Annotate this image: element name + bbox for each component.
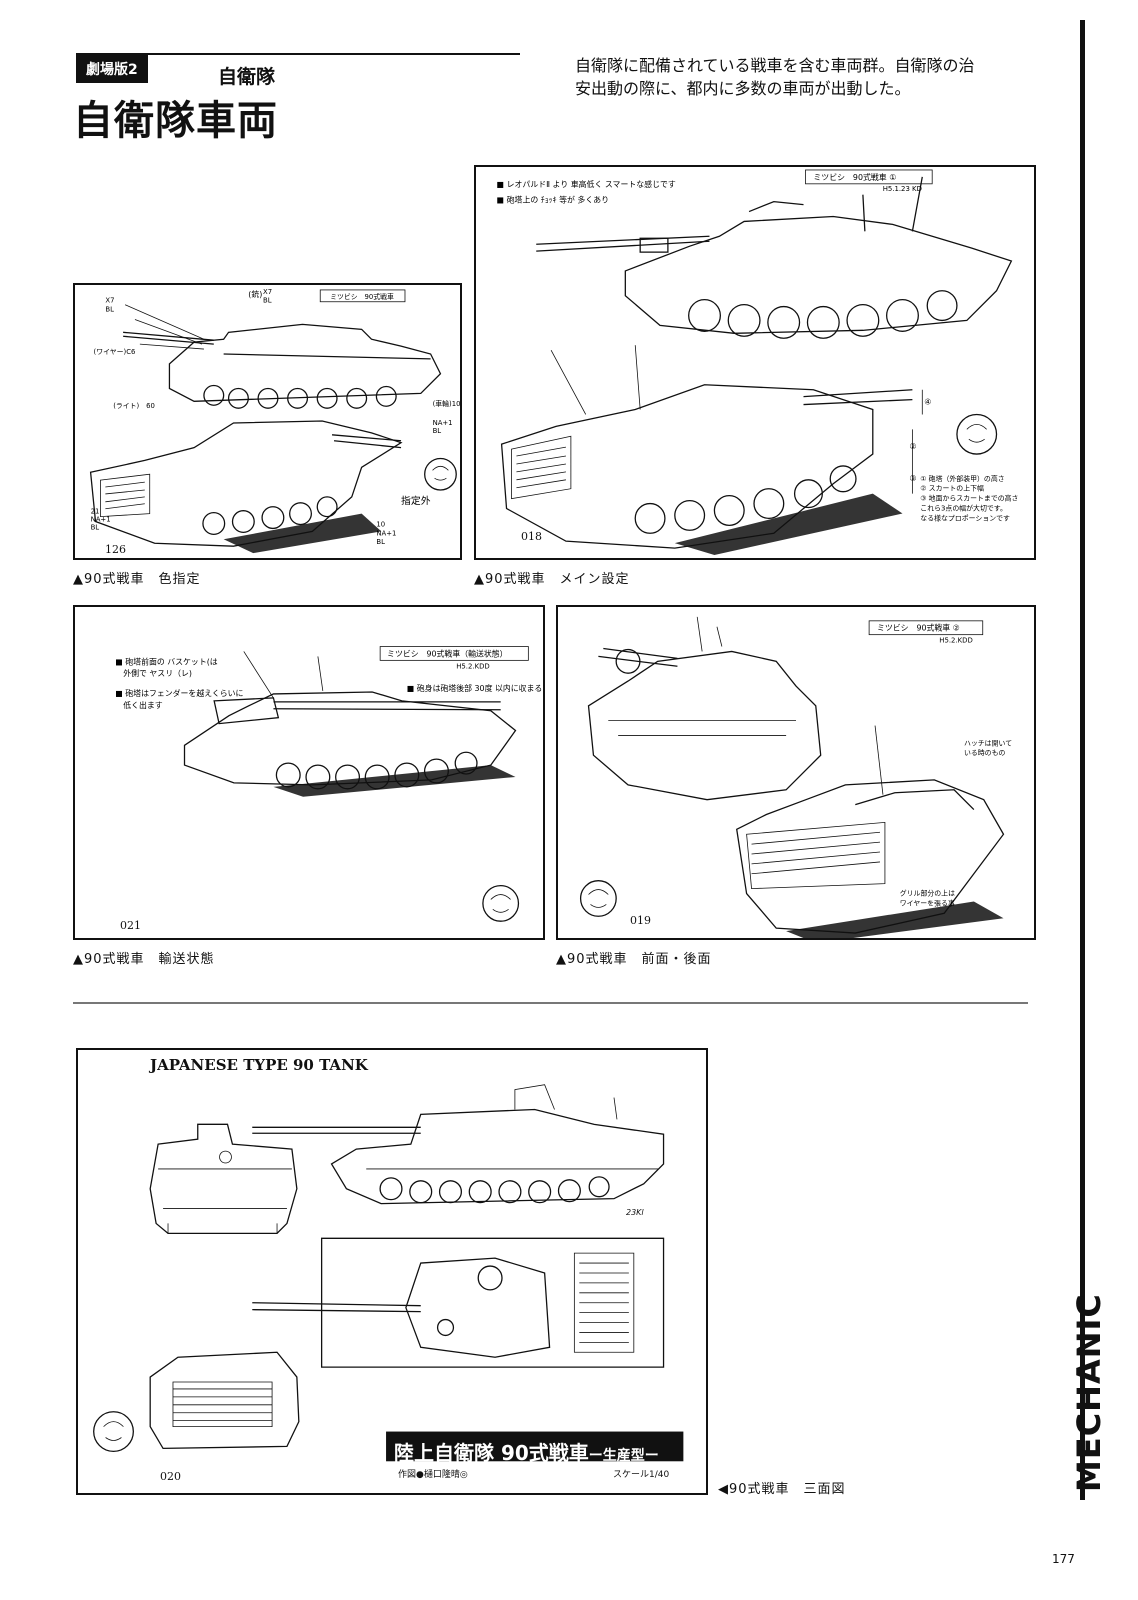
sheet-number: 020 (160, 1470, 181, 1483)
svg-text:② スカートの上下幅: ② スカートの上下幅 (920, 484, 984, 493)
svg-text:10: 10 (376, 520, 385, 528)
margin-rule (1080, 20, 1085, 1500)
svg-text:BL: BL (91, 523, 100, 531)
caption-three-view: ◀90式戦車 三面図 (718, 1482, 846, 1497)
tank-sketch-front-rear: ミツビシ 90式戦車 ② H5.2.KDD ハッチは開いて いる時のもの グリル… (579, 616, 1012, 938)
section-tag: 劇場版2 (76, 55, 148, 83)
figure-front-rear: ミツビシ 90式戦車 ② H5.2.KDD ハッチは開いて いる時のもの グリル… (556, 605, 1036, 940)
svg-text:④: ④ (924, 398, 931, 407)
svg-text:ミツビシ 90式戦車: ミツビシ 90式戦車 (330, 292, 394, 301)
svg-text:NA+1: NA+1 (376, 529, 396, 537)
svg-text:BL: BL (376, 538, 385, 546)
svg-text:H5.2.KDD: H5.2.KDD (939, 637, 973, 645)
category-label: 自衛隊 (218, 66, 276, 88)
svg-text:X7: X7 (263, 288, 272, 296)
svg-text:③ 地面からスカートまでの高さ: ③ 地面からスカートまでの高さ (920, 494, 1018, 503)
tank-sketch-main-design: ④ ② ③ ■ レオパルドⅡ より 車高低く スマートな感じです ■ 砲塔上の ﾁｮ… (497, 169, 1018, 556)
svg-text:BL: BL (263, 297, 272, 305)
caption-transport-state: ▲90式戦車 輸送状態 (73, 952, 215, 967)
svg-text:指定外: 指定外 (401, 494, 431, 507)
description-line-1: 自衛隊に配備されている戦車を含む車両群。自衛隊の治 (575, 56, 975, 75)
tank-three-view-drawing (93, 1084, 684, 1462)
plate-title-text: 陸上自衛隊 90式戦車 (394, 1441, 589, 1465)
svg-text:②: ② (909, 442, 916, 451)
blueprint-plate-title: 陸上自衛隊 90式戦車ー生産型ー (394, 1437, 659, 1466)
svg-text:BL: BL (433, 427, 442, 435)
caption-color-spec: ▲90式戦車 色指定 (73, 572, 201, 587)
svg-text:③: ③ (909, 474, 916, 483)
svg-text:H5.1.23 KD: H5.1.23 KD (883, 185, 922, 193)
sheet-number: 018 (521, 530, 542, 543)
side-label-mechanic: MECHANIC (1070, 1293, 1108, 1492)
plate-subtitle-text: ー生産型ー (588, 1448, 659, 1464)
section-divider (73, 1002, 1028, 1004)
svg-text:ミツビシ 90式戦車（輸送状態）: ミツビシ 90式戦車（輸送状態） (387, 648, 508, 658)
svg-text:■ レオパルドⅡ より 車高低く スマートな感じです: ■ レオパルドⅡ より 車高低く スマートな感じです (497, 179, 676, 189)
sheet-number: 019 (630, 914, 651, 927)
svg-text:■ 砲身は砲塔後部 30度 以内に収まる: ■ 砲身は砲塔後部 30度 以内に収まる (407, 683, 542, 693)
svg-text:■ 砲塔上の ﾁｮｯｷ 等が 多くあり: ■ 砲塔上の ﾁｮｯｷ 等が 多くあり (497, 195, 609, 205)
svg-text:外側で ヤスリ（レ): 外側で ヤスリ（レ) (123, 668, 192, 678)
svg-text:これら3点の幅が大切です。: これら3点の幅が大切です。 (920, 503, 1007, 512)
svg-text:X7: X7 (105, 297, 114, 305)
svg-text:NA+1: NA+1 (91, 516, 111, 524)
svg-text:なる様なプロポーションです: なる様なプロポーションです (920, 513, 1010, 522)
svg-text:(銃): (銃) (248, 289, 262, 299)
svg-text:グリル部分の上は: グリル部分の上は (900, 889, 955, 898)
svg-text:いる時のもの: いる時のもの (964, 749, 1006, 757)
svg-text:ミツビシ 90式戦車 ②: ミツビシ 90式戦車 ② (877, 623, 960, 633)
svg-text:ワイヤーを張る事: ワイヤーを張る事 (900, 898, 955, 907)
svg-text:BL: BL (105, 306, 114, 314)
svg-text:ミツビシ 90式戦車 ①: ミツビシ 90式戦車 ① (813, 172, 896, 182)
blueprint-scale: スケール1/40 (613, 1470, 670, 1480)
blueprint-credit: 作図●樋口隆晴◎ (398, 1470, 468, 1480)
svg-text:21: 21 (91, 508, 100, 516)
svg-text:NA+1: NA+1 (433, 419, 453, 427)
svg-text:(ライト) 60: (ライト) 60 (113, 402, 155, 410)
svg-text:H5.2.KDD: H5.2.KDD (456, 662, 490, 670)
caption-front-rear: ▲90式戦車 前面・後面 (556, 952, 712, 967)
page-title: 自衛隊車両 (73, 98, 278, 144)
svg-text:① 砲塔（外部装甲）の高さ: ① 砲塔（外部装甲）の高さ (920, 474, 1004, 483)
sheet-number: 021 (120, 919, 141, 932)
description-line-2: 安出動の際に、都内に多数の車両が出動した。 (575, 79, 911, 98)
svg-text:(ワイヤー)C6: (ワイヤー)C6 (94, 348, 136, 356)
figure-transport-state: ■ 砲塔前面の バスケット(は 外側で ヤスリ（レ) ■ 砲塔はフェンダーを越え… (73, 605, 545, 940)
svg-text:■ 砲塔前面の バスケット(は: ■ 砲塔前面の バスケット(は (115, 656, 217, 666)
svg-text:(車輪)10: (車輪)10 (433, 399, 460, 408)
svg-text:ハッチは開いて: ハッチは開いて (964, 739, 1012, 747)
svg-text:低く出ます: 低く出ます (123, 700, 163, 710)
blueprint-heading: JAPANESE TYPE 90 TANK (150, 1056, 368, 1074)
page-number: 177 (1052, 1552, 1075, 1566)
caption-main-design: ▲90式戦車 メイン設定 (474, 572, 630, 587)
artist-signature: 23Kl (626, 1208, 644, 1217)
header-rule (76, 53, 520, 55)
svg-text:■ 砲塔はフェンダーを越えくらいに: ■ 砲塔はフェンダーを越えくらいに (115, 688, 243, 698)
figure-three-view-blueprint: JAPANESE TYPE 90 TANK 陸上自衛隊 90式戦車ー生産型ー 作… (76, 1048, 708, 1495)
sheet-number: 126 (105, 543, 126, 556)
tank-sketch-transport-state: ■ 砲塔前面の バスケット(は 外側で ヤスリ（レ) ■ 砲塔はフェンダーを越え… (115, 646, 542, 922)
figure-main-design: ④ ② ③ ■ レオパルドⅡ より 車高低く スマートな感じです ■ 砲塔上の ﾁｮ… (474, 165, 1036, 560)
